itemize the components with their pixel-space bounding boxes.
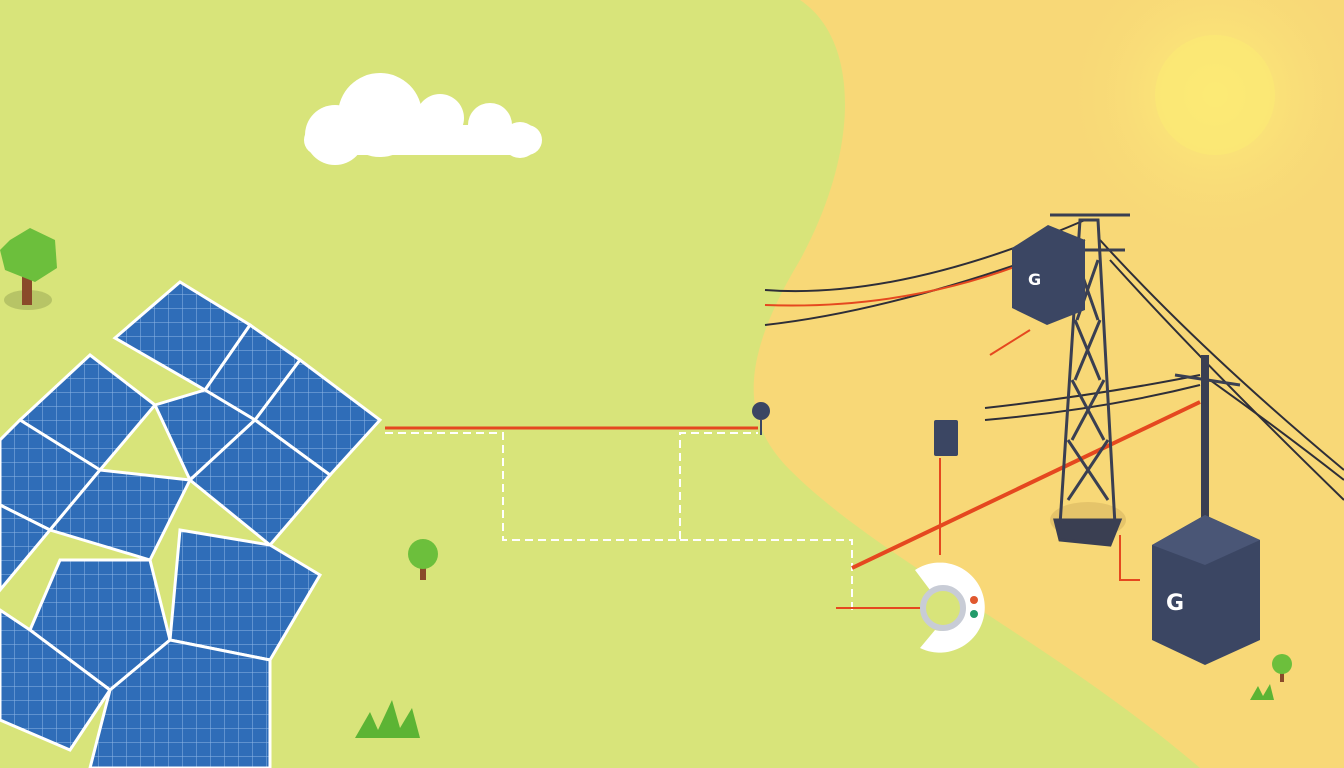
data-lines — [385, 432, 853, 610]
tree-icon — [408, 539, 438, 580]
tree-icon — [1272, 654, 1292, 682]
battery-cabinet: G — [1152, 515, 1260, 665]
transformer-box: G — [1012, 225, 1085, 325]
sign-board — [934, 420, 958, 456]
utility-pole — [1174, 355, 1241, 520]
indicator-green — [970, 610, 978, 618]
cloud-icon — [304, 73, 542, 165]
power-lines — [385, 329, 1201, 609]
grass-tuft-icon — [355, 684, 1274, 738]
junction-node[interactable] — [752, 402, 770, 420]
svg-text:G: G — [1028, 270, 1041, 289]
indicator-red — [970, 596, 978, 604]
solar-panel-array — [0, 280, 383, 768]
meter-gauge[interactable] — [915, 562, 985, 653]
tree-icon — [0, 228, 57, 310]
svg-text:G: G — [1166, 591, 1184, 616]
